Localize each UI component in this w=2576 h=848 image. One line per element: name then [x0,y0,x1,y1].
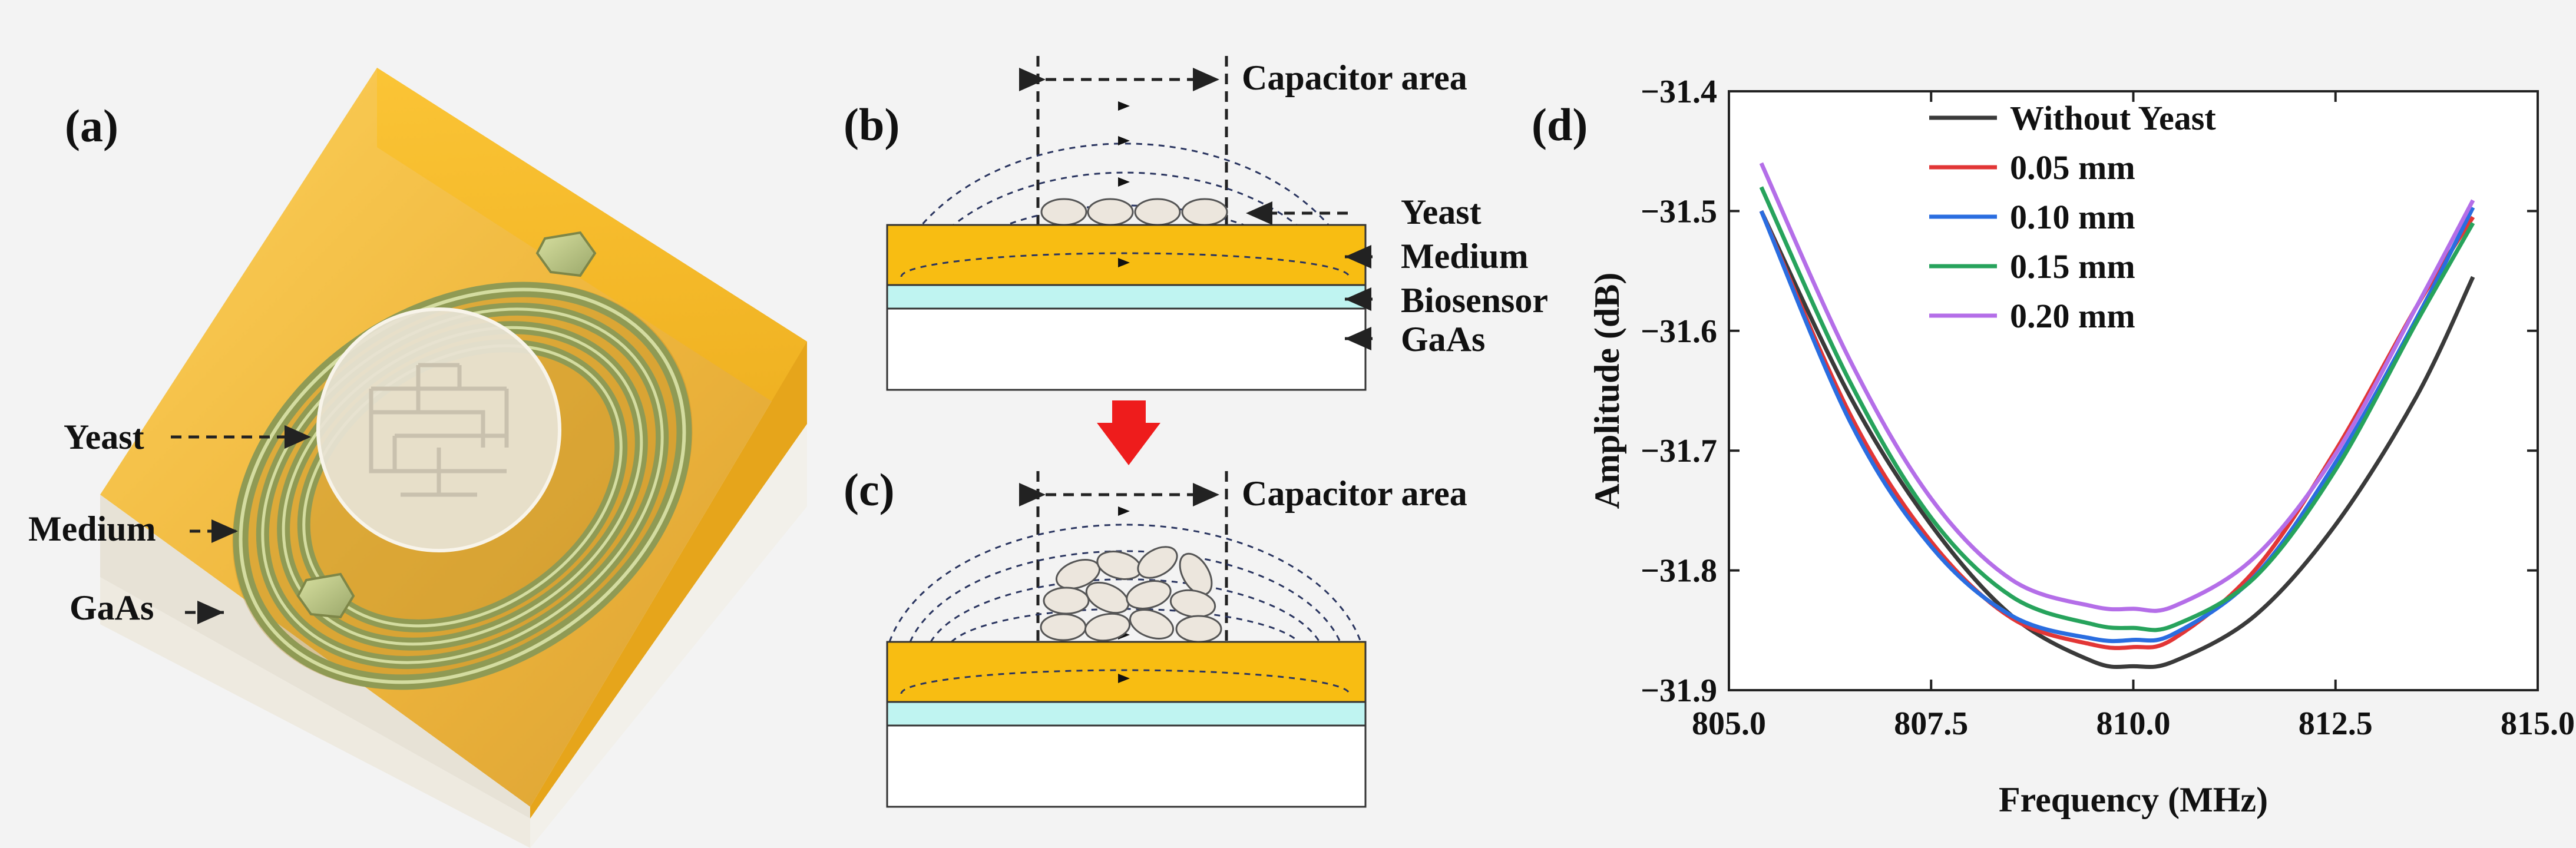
y-tick-label: −31.8 [1641,553,1717,589]
legend-label: Without Yeast [2010,99,2216,137]
x-tick-label: 805.0 [1692,705,1766,742]
capacitor-label-b: Capacitor area [1242,58,1467,97]
x-tick-label: 812.5 [2299,705,2373,742]
chip-3d-model [100,68,807,848]
panel-d: (d) 805.0 807.5 810.0 812.5 815.0 −31.4 −31.5 −… [1532,74,2575,819]
y-tick-label: −31.7 [1641,433,1717,469]
panel-a-tag: (a) [65,100,118,151]
y-axis-label: Amplitude (dB) [1588,273,1626,509]
legend-label: 0.10 mm [2010,198,2135,236]
yeast-disc [316,307,561,552]
panel-b: (b) Capacitor area [844,56,1548,391]
y-tick-label: −31.4 [1641,74,1717,110]
x-axis-label: Frequency (MHz) [1999,780,2268,819]
y-tick-label: −31.9 [1641,673,1717,709]
gaas-bottom-face [100,577,530,848]
medium-right-edge [530,342,807,819]
label-gaas: GaAs [70,588,154,627]
series-line-0-10-mm [1759,206,2475,644]
medium-layer-c [886,641,1367,703]
yeast-cells-c [1040,546,1222,643]
biosensor-layer-c [886,701,1367,727]
layer-label-biosensor: Biosensor [1401,281,1548,320]
series-line-without-yeast [1759,210,2475,670]
capacitor-label-c: Capacitor area [1242,474,1467,513]
red-down-arrow [1097,400,1160,465]
yeast-cells-b [1040,198,1228,226]
panel-c: (c) Capacitor area [844,464,1467,808]
label-medium: Medium [28,509,156,548]
legend-label: 0.05 mm [2010,148,2135,187]
panel-b-tag: (b) [844,99,900,150]
medium-layer-b [886,224,1367,286]
x-tick-label: 810.0 [2096,705,2171,742]
legend-label: 0.20 mm [2010,297,2135,335]
series-line-0-15-mm [1759,186,2475,632]
layer-label-yeast: Yeast [1401,193,1482,231]
gaas-right-face [530,424,807,848]
amplitude-chart: 805.0 807.5 810.0 812.5 815.0 −31.4 −31.5 −31.6… [1588,74,2575,819]
contact-pad-bottom [296,572,355,619]
gaas-layer-b [886,307,1367,391]
label-yeast: Yeast [64,418,144,456]
series-line-0-20-mm [1759,162,2475,613]
x-tick-label: 815.0 [2501,705,2575,742]
layer-label-gaas: GaAs [1401,320,1485,359]
legend-label: 0.15 mm [2010,247,2135,286]
panel-d-tag: (d) [1532,99,1588,150]
medium-side-face [377,68,807,424]
meander-capacitor [369,363,509,497]
panel-a: (a) [28,68,807,848]
y-tick-label: −31.5 [1641,193,1717,230]
layer-label-medium: Medium [1401,237,1529,276]
contact-pad-top [535,231,597,277]
gaas-layer-c [886,724,1367,808]
biosensor-layer-b [886,284,1367,310]
y-tick-label: −31.6 [1641,313,1717,350]
x-tick-label: 807.5 [1894,705,1968,742]
panel-c-tag: (c) [844,464,895,515]
